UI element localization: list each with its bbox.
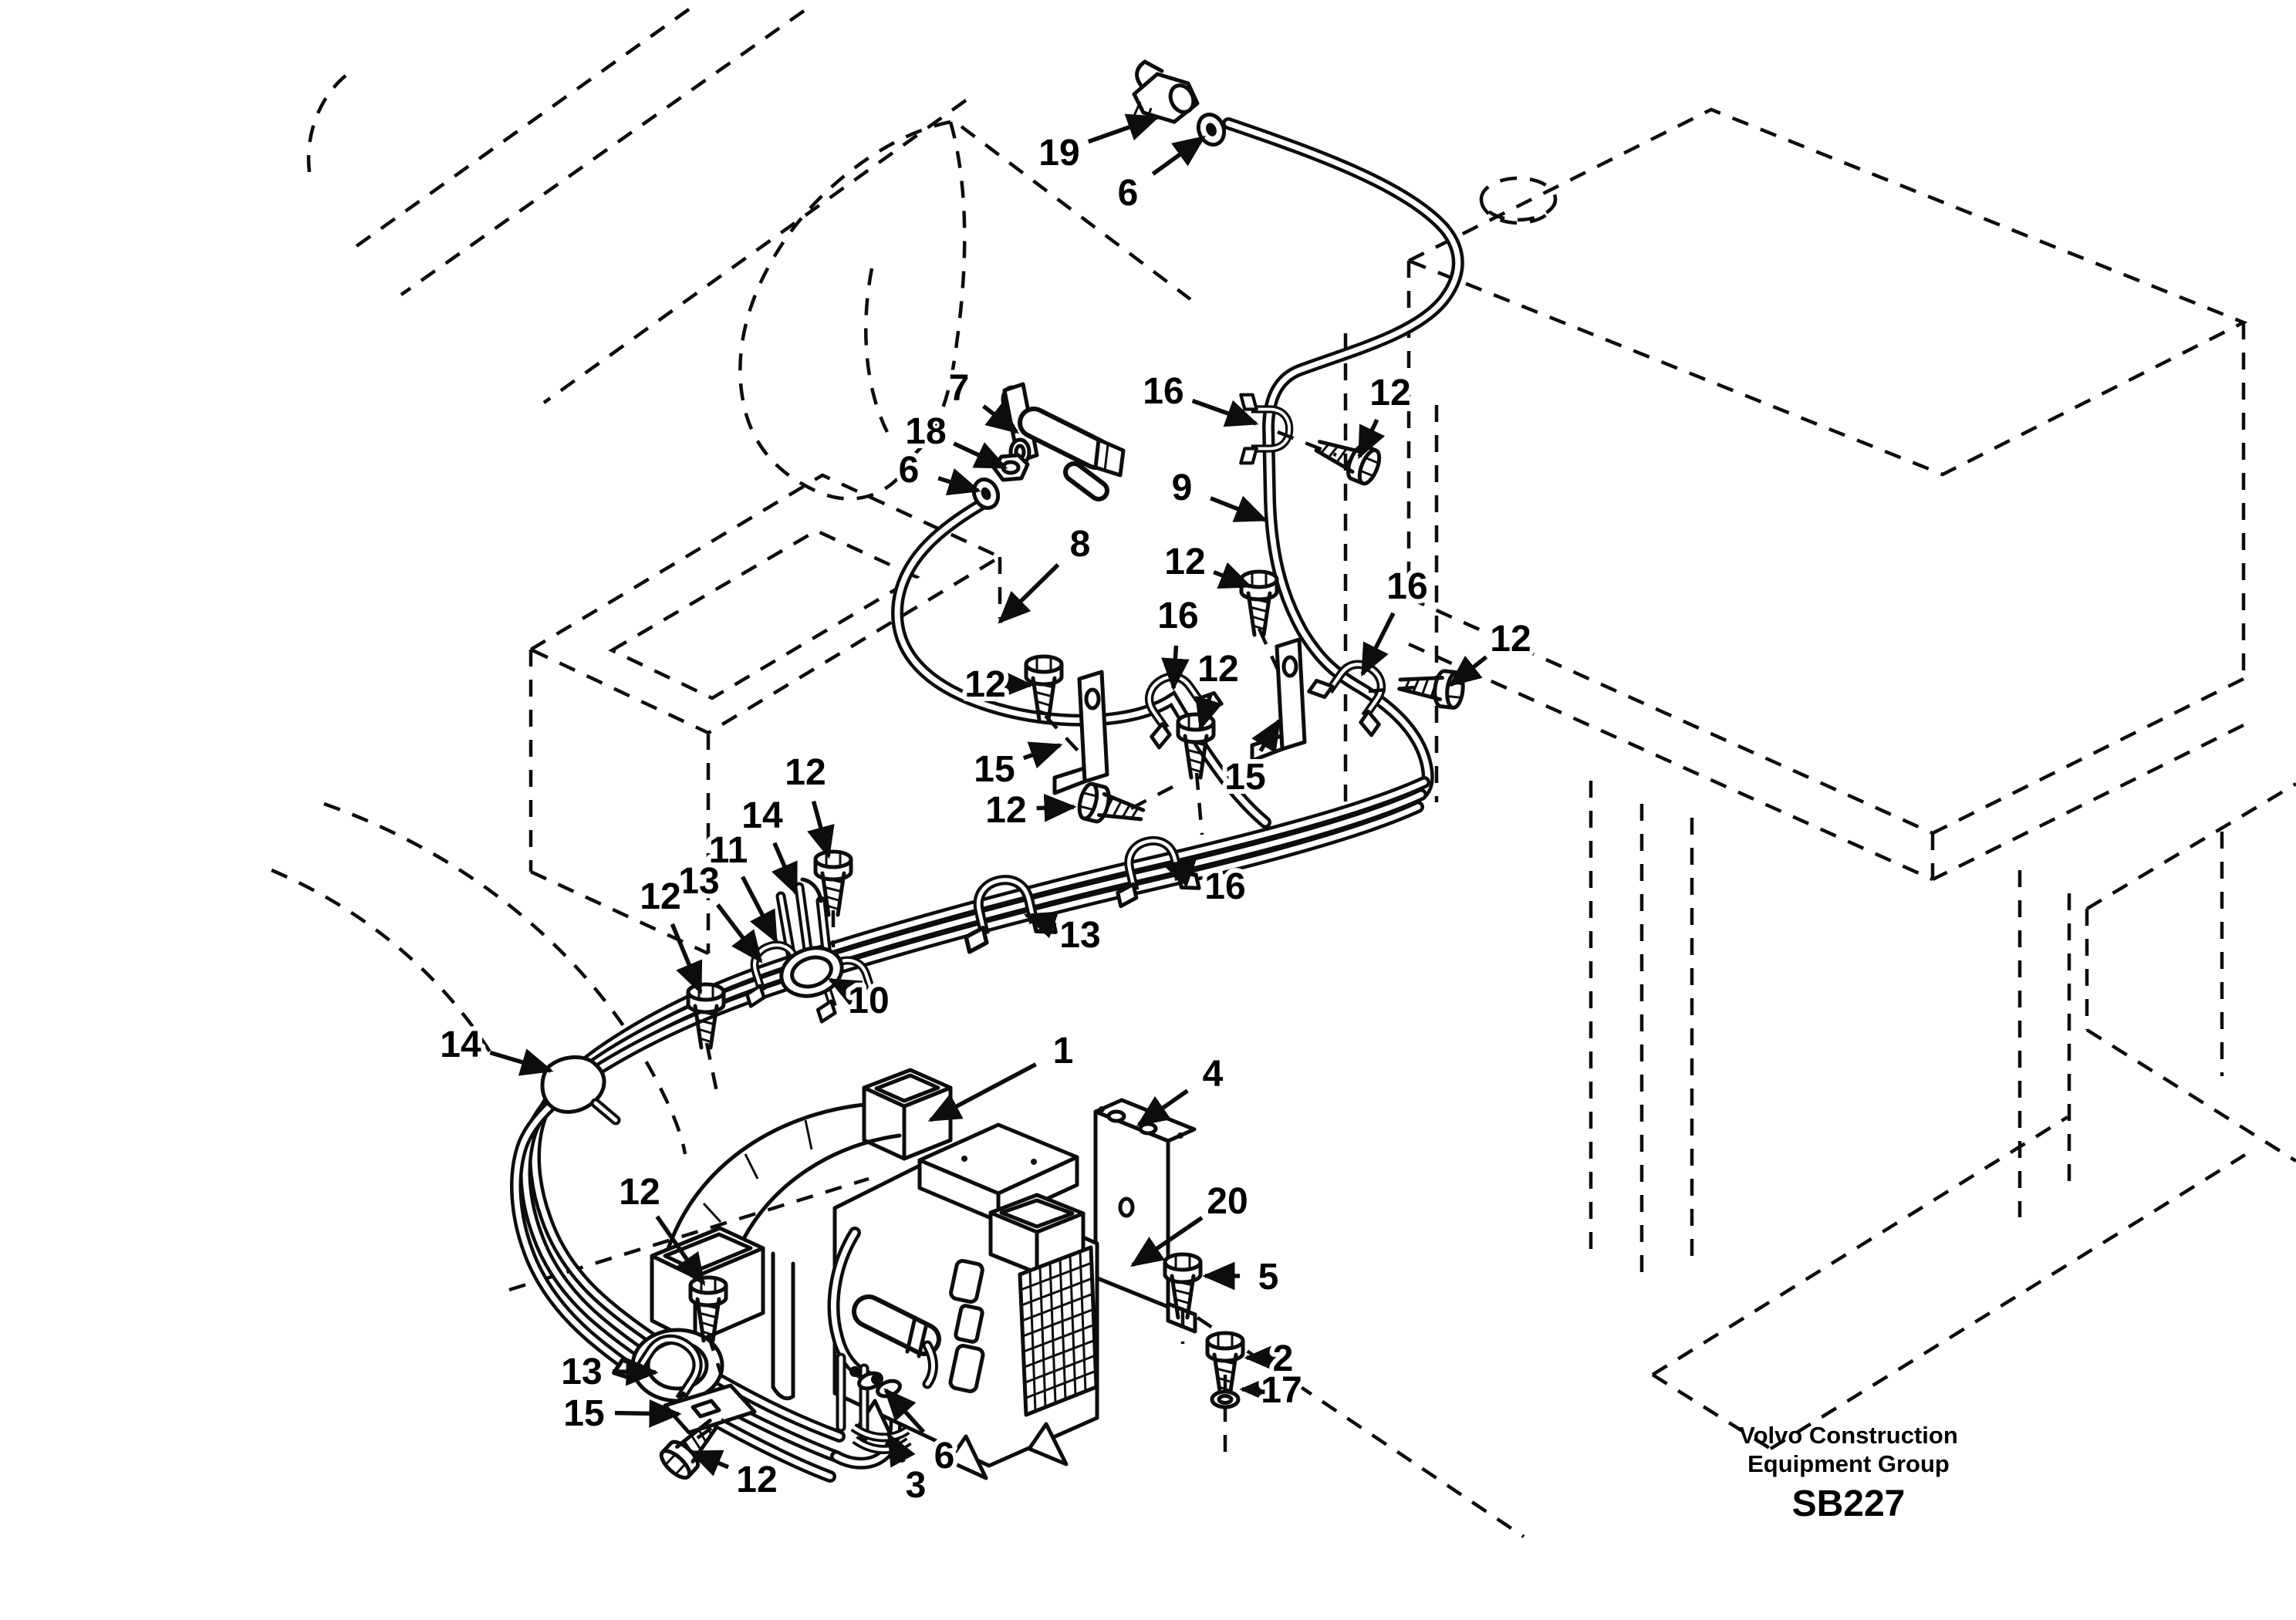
- callout-label-16-11: 16: [1157, 596, 1198, 636]
- callout-label-3-38: 3: [906, 1465, 927, 1506]
- heater-grille: [1018, 1245, 1099, 1417]
- callout-leader-15-17: [1251, 717, 1281, 754]
- callout-label-12-20: 12: [785, 752, 826, 793]
- callout-leader-6-1: [1151, 135, 1206, 176]
- callout-leader-16-18: [1160, 860, 1198, 888]
- callout-leader-12-12: [1448, 655, 1488, 687]
- callout-leader-3-38: [886, 1432, 916, 1468]
- callout-leader-12-16: [1036, 793, 1077, 822]
- callout-label-4-28: 4: [1203, 1054, 1224, 1095]
- callout-leader-12-33: [655, 1215, 706, 1287]
- callout-leader-16-11: [1161, 645, 1190, 691]
- callout-label-15-15: 15: [974, 749, 1015, 790]
- callout-leader-9-7: [1210, 495, 1268, 522]
- callout-leader-19-0: [1087, 113, 1160, 144]
- callout-label-12-9: 12: [1164, 542, 1205, 582]
- callout-label-16-18: 16: [1204, 866, 1245, 907]
- callout-label-2-31: 2: [1273, 1338, 1294, 1379]
- callout-label-1-27: 1: [1053, 1031, 1074, 1072]
- callout-leader-15-35: [614, 1399, 682, 1428]
- footer: Volvo Construction Equipment Group SB227: [1694, 1421, 2003, 1525]
- callout-label-18-3: 18: [905, 411, 946, 452]
- callout-leader-14-26: [489, 1048, 554, 1076]
- callout-leader-4-28: [1136, 1088, 1189, 1127]
- callout-leader-12-6: [1357, 418, 1386, 460]
- callout-label-6-1: 6: [1118, 173, 1139, 214]
- mounting-bracket: [1093, 1098, 1197, 1334]
- callout-label-13-34: 13: [561, 1352, 602, 1392]
- callout-leader-12-14: [1000, 670, 1034, 699]
- callout-label-12-33: 12: [619, 1172, 660, 1213]
- water-valve-assembly: [971, 59, 1227, 510]
- callout-leader-7-2: [981, 402, 1019, 434]
- callout-label-9-7: 9: [1172, 467, 1193, 508]
- callout-label-6-4: 6: [899, 450, 920, 491]
- callout-leader-16-10: [1360, 612, 1396, 677]
- fasteners: [657, 430, 1464, 1482]
- callout-label-11-22: 11: [709, 830, 748, 871]
- callout-label-19-0: 19: [1038, 133, 1079, 174]
- callout-leader-6-4: [937, 468, 981, 496]
- callout-label-14-21: 14: [741, 795, 783, 836]
- callout-label-14-26: 14: [440, 1024, 481, 1065]
- callout-label-8-8: 8: [1070, 524, 1091, 565]
- callout-label-15-35: 15: [563, 1393, 604, 1434]
- callout-leader-20-29: [1129, 1216, 1204, 1267]
- callout-label-20-29: 20: [1207, 1181, 1248, 1222]
- callout-leader-12-9: [1213, 562, 1253, 589]
- callout-label-6-37: 6: [934, 1436, 955, 1477]
- machine-outline-dashed: [271, 8, 2296, 1538]
- callout-label-12-24: 12: [640, 876, 680, 917]
- callout-leader-6-37: [883, 1388, 926, 1434]
- callout-leader-12-36: [688, 1450, 730, 1477]
- callout-label-13-23: 13: [678, 861, 719, 902]
- footer-company-line1: Volvo Construction: [1739, 1422, 1958, 1449]
- callout-label-16-10: 16: [1386, 566, 1427, 607]
- callout-label-12-14: 12: [964, 664, 1005, 705]
- callout-label-16-5: 16: [1143, 371, 1183, 412]
- callout-leader-14-21: [771, 842, 799, 896]
- callout-leader-15-15: [1022, 741, 1063, 769]
- callout-leader-1-27: [927, 1062, 1037, 1122]
- clamps-and-brackets: [614, 395, 1403, 1435]
- callout-leader-11-22: [741, 876, 778, 944]
- callout-label-13-19: 13: [1059, 915, 1100, 956]
- callout-label-10-25: 10: [848, 980, 889, 1021]
- callout-label-5-30: 5: [1258, 1257, 1279, 1298]
- callout-label-12-12: 12: [1490, 619, 1531, 660]
- callout-leader-13-23: [716, 903, 763, 964]
- callout-leader-18-3: [953, 441, 1008, 470]
- callout-leader-8-8: [998, 563, 1060, 624]
- callout-label-12-6: 12: [1369, 373, 1410, 413]
- callout-leader-10-25: [827, 977, 863, 1007]
- callout-label-17-32: 17: [1261, 1370, 1302, 1411]
- callout-leader-12-24: [670, 923, 703, 995]
- callout-label-12-36: 12: [736, 1460, 777, 1500]
- callout-label-12-13: 12: [1197, 649, 1238, 690]
- callout-leader-13-19: [1023, 911, 1059, 939]
- figure-code: SB227: [1791, 1483, 1906, 1524]
- callout-leader-12-20: [807, 800, 835, 859]
- callout-leader-12-13: [1195, 694, 1223, 731]
- callout-label-15-17: 15: [1224, 757, 1265, 798]
- footer-company-line2: Equipment Group: [1747, 1450, 1950, 1477]
- callout-label-7-2: 7: [949, 368, 970, 409]
- callout-leader-16-5: [1191, 398, 1259, 427]
- callout-label-12-16: 12: [985, 790, 1026, 831]
